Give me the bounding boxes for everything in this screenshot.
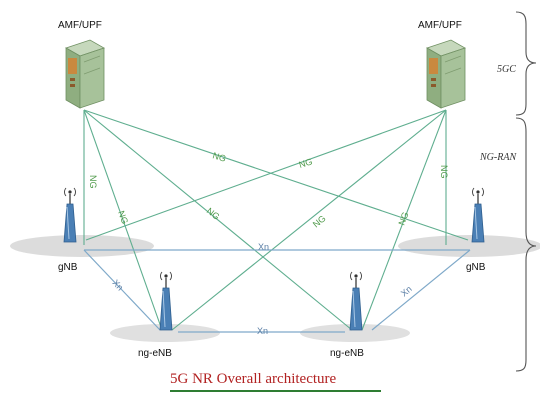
ng-link xyxy=(171,109,447,331)
antenna-icon xyxy=(349,271,363,331)
antenna-icon xyxy=(63,187,77,243)
ng-labels: NG NG NG NG NG NG NG NG xyxy=(88,150,449,229)
ng-link xyxy=(85,109,447,241)
ngenb-left-label: ng-eNB xyxy=(138,348,172,359)
xn-link xyxy=(371,249,471,331)
gnb-right-platform xyxy=(398,235,540,257)
ng-ran-brace xyxy=(515,117,537,372)
gnb-right-label: gNB xyxy=(466,262,486,273)
gnb-left-label: gNB xyxy=(58,262,78,273)
ng-label: NG xyxy=(396,211,410,227)
ngenb-right-label: ng-eNB xyxy=(330,348,364,359)
ng-label: NG xyxy=(439,165,449,179)
5gc-region-label: 5GC xyxy=(497,64,516,75)
gnb-left-platform xyxy=(10,235,154,257)
ng-ran-region-label: NG-RAN xyxy=(479,152,517,163)
ng-label: NG xyxy=(205,206,222,222)
server-icon xyxy=(426,39,466,109)
antenna-icon xyxy=(471,187,485,243)
ng-label: NG xyxy=(311,213,328,229)
core-right-label: AMF/UPF xyxy=(418,20,462,31)
ngenb-right-platform xyxy=(300,324,410,342)
xn-label: Xn xyxy=(399,284,414,299)
xn-label: Xn xyxy=(257,326,268,336)
ng-links xyxy=(83,109,469,331)
ng-label: NG xyxy=(298,156,314,170)
diagram-caption: 5G NR Overall architecture xyxy=(170,371,337,387)
xn-links xyxy=(83,249,471,333)
xn-label: Xn xyxy=(258,242,269,252)
ng-label: NG xyxy=(88,175,98,189)
5gc-brace xyxy=(515,11,537,116)
antenna-icon xyxy=(159,271,173,331)
ng-link xyxy=(83,109,163,331)
core-left-label: AMF/UPF xyxy=(58,20,102,31)
ng-link xyxy=(361,109,447,331)
ng-link xyxy=(83,109,469,241)
ng-link xyxy=(83,109,353,331)
ng-label: NG xyxy=(116,209,130,225)
ng-label: NG xyxy=(211,150,227,164)
server-icon xyxy=(65,39,105,109)
ngenb-left-platform xyxy=(110,324,220,342)
xn-link xyxy=(83,249,161,331)
